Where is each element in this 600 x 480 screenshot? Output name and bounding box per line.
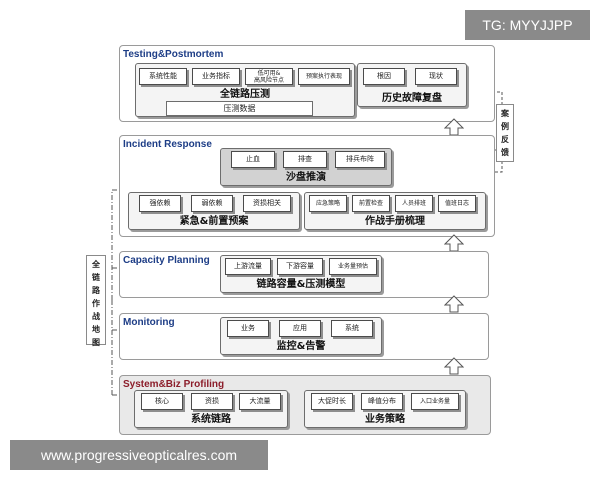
arrow-up-icon (444, 118, 464, 136)
group-label: 链路容量&压测模型 (256, 279, 346, 290)
vertical-char: 馈 (501, 148, 509, 157)
item-strong-dependency: 强依赖 (139, 195, 181, 212)
item-application: 应用 (279, 320, 321, 337)
arrow-up-icon (444, 295, 464, 313)
vertical-char: 路 (92, 286, 100, 295)
arrow-up-icon (444, 357, 464, 375)
group-label: 业务策略 (365, 414, 405, 425)
vertical-char: 作 (92, 299, 100, 308)
full-link-battle-map-label: 全链路作战地图 (86, 255, 106, 347)
system-link-group: 核心 资损 大流量 系统链路 (134, 390, 288, 428)
item-root-cause: 根因 (363, 68, 405, 85)
testing-postmortem-panel: Testing&Postmortem 系统性能 业务指标 低可用&高风险节点 预… (119, 45, 495, 122)
arrow-up-icon (444, 234, 464, 252)
vertical-char: 地 (92, 325, 100, 334)
capacity-planning-panel: Capacity Planning 上游流量 下游容量 业务量预估 链路容量&压… (119, 251, 489, 298)
group-label: 监控&告警 (276, 341, 326, 352)
sandbox-drill-group: 止血 排查 排兵布阵 沙盘推演 (220, 148, 392, 186)
item-staff-scheduling: 人员排班 (395, 195, 433, 212)
vertical-char: 战 (92, 312, 100, 321)
item-deployment: 排兵布阵 (335, 151, 385, 168)
item-entry-business-volume: 入口业务量 (411, 393, 459, 410)
group-label: 紧急&前置预案 (179, 216, 249, 227)
item-plan-execution: 预案执行表现 (298, 68, 350, 85)
watermark-top: TG: MYYJJPP (465, 10, 590, 40)
vertical-char: 反 (501, 135, 509, 144)
item-promotion-duration: 大促时长 (311, 393, 353, 410)
panel-title: Incident Response (123, 139, 212, 150)
vertical-char: 图 (92, 338, 100, 347)
group-label: 作战手册梳理 (365, 216, 425, 227)
group-label: 历史故障复盘 (382, 93, 442, 104)
incident-response-panel: Incident Response 止血 排查 排兵布阵 沙盘推演 强依赖 弱依… (119, 135, 495, 237)
group-label: 全链路压测 (220, 89, 270, 100)
vertical-char: 例 (501, 122, 509, 131)
postmortem-group: 根因 现状 历史故障复盘 (357, 63, 467, 107)
vertical-char: 链 (92, 273, 100, 282)
item-system: 系统 (331, 320, 373, 337)
item-peak-distribution: 峰值分布 (361, 393, 403, 410)
full-link-stress-test-group: 系统性能 业务指标 低可用&高风险节点 预案执行表现 全链路压测 压测数据 (135, 63, 355, 117)
watermark-bottom: www.progressiveopticalres.com (10, 440, 268, 470)
item-pre-check: 前置检查 (352, 195, 390, 212)
item-asset-loss-related: 资损相关 (243, 195, 291, 212)
panel-title: Monitoring (123, 317, 175, 328)
vertical-char: 案 (501, 109, 509, 118)
item-system-performance: 系统性能 (139, 68, 187, 85)
item-core: 核心 (141, 393, 183, 410)
item-downstream-capacity: 下游容量 (277, 258, 323, 275)
item-business-metrics: 业务指标 (192, 68, 240, 85)
item-stop-bleeding: 止血 (231, 151, 275, 168)
item-weak-dependency: 弱依赖 (191, 195, 233, 212)
item-current-status: 现状 (415, 68, 457, 85)
item-business: 业务 (227, 320, 269, 337)
combat-manual-group: 应急策略 前置检查 人员排班 值班日志 作战手册梳理 (304, 192, 486, 230)
panel-title: Testing&Postmortem (123, 49, 224, 60)
vertical-char: 全 (92, 260, 100, 269)
panel-title: Capacity Planning (123, 255, 210, 266)
monitoring-alert-group: 业务 应用 系统 监控&告警 (220, 317, 382, 355)
item-text-line: 低可用& (257, 70, 281, 77)
item-low-availability-nodes: 低可用&高风险节点 (245, 68, 293, 85)
item-business-volume-forecast: 业务量预估 (329, 258, 377, 275)
link-capacity-group: 上游流量 下游容量 业务量预估 链路容量&压测模型 (220, 255, 382, 293)
group-label: 系统链路 (191, 414, 231, 425)
item-investigate: 排查 (283, 151, 327, 168)
business-strategy-group: 大促时长 峰值分布 入口业务量 业务策略 (304, 390, 466, 428)
item-duty-log: 值班日志 (438, 195, 476, 212)
item-text-line: 高风险节点 (253, 77, 284, 84)
profiling-panel: System&Biz Profiling 核心 资损 大流量 系统链路 大促时长… (119, 375, 491, 435)
emergency-plan-group: 强依赖 弱依赖 资损相关 紧急&前置预案 (128, 192, 300, 230)
item-emergency-strategy: 应急策略 (309, 195, 347, 212)
item-upstream-traffic: 上游流量 (225, 258, 271, 275)
case-feedback-label: 案例反馈 (496, 104, 514, 162)
item-asset-loss: 资损 (191, 393, 233, 410)
group-label: 沙盘推演 (286, 172, 326, 183)
stress-data-box: 压测数据 (166, 101, 313, 116)
panel-title: System&Biz Profiling (123, 379, 225, 390)
monitoring-panel: Monitoring 业务 应用 系统 监控&告警 (119, 313, 489, 360)
item-heavy-traffic: 大流量 (239, 393, 281, 410)
